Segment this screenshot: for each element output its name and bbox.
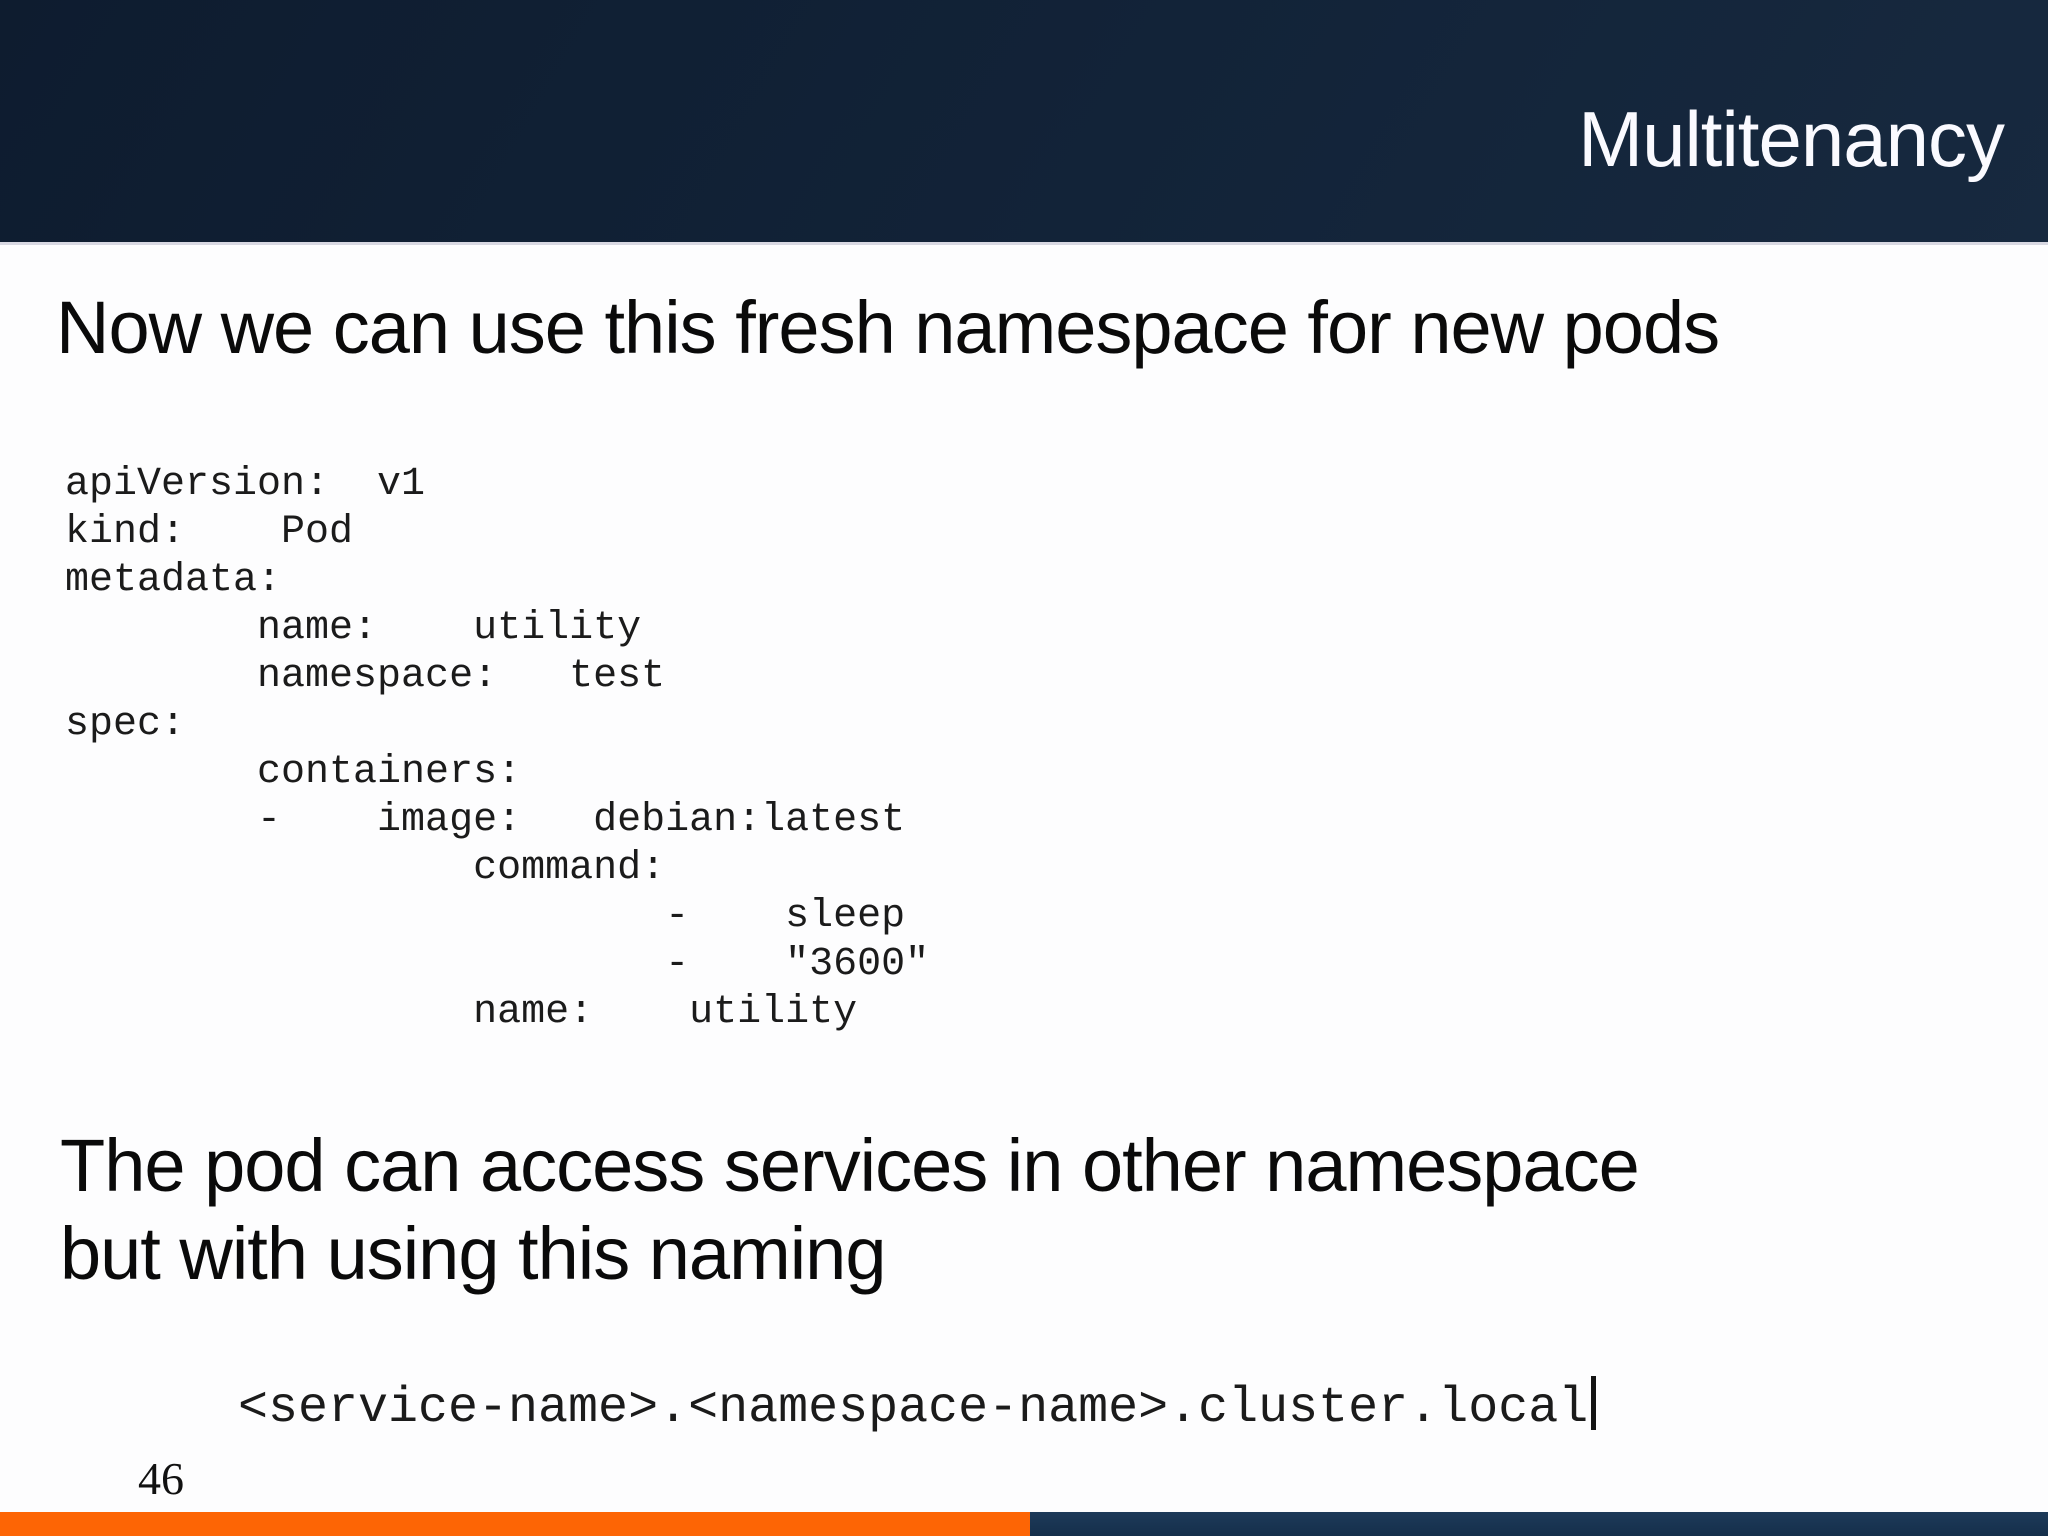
heading-primary: Now we can use this fresh namespace for … [56,286,1720,369]
yaml-code-block: apiVersion: v1 kind: Pod metadata: name:… [65,462,930,1035]
footer-bar [0,1512,2048,1536]
subheading: The pod can access services in other nam… [60,1124,1640,1295]
text-cursor [1591,1376,1597,1430]
footer-navy-segment [1030,1512,2048,1536]
header-bar: Multitenancy [0,0,2048,245]
page-number: 46 [138,1453,184,1504]
dns-pattern-text: <service-name>.<namespace-name>.cluster.… [238,1380,1589,1437]
dns-pattern-line: <service-name>.<namespace-name>.cluster.… [238,1376,1597,1439]
footer-orange-segment [0,1512,1030,1536]
slide-title: Multitenancy [1578,95,2005,183]
